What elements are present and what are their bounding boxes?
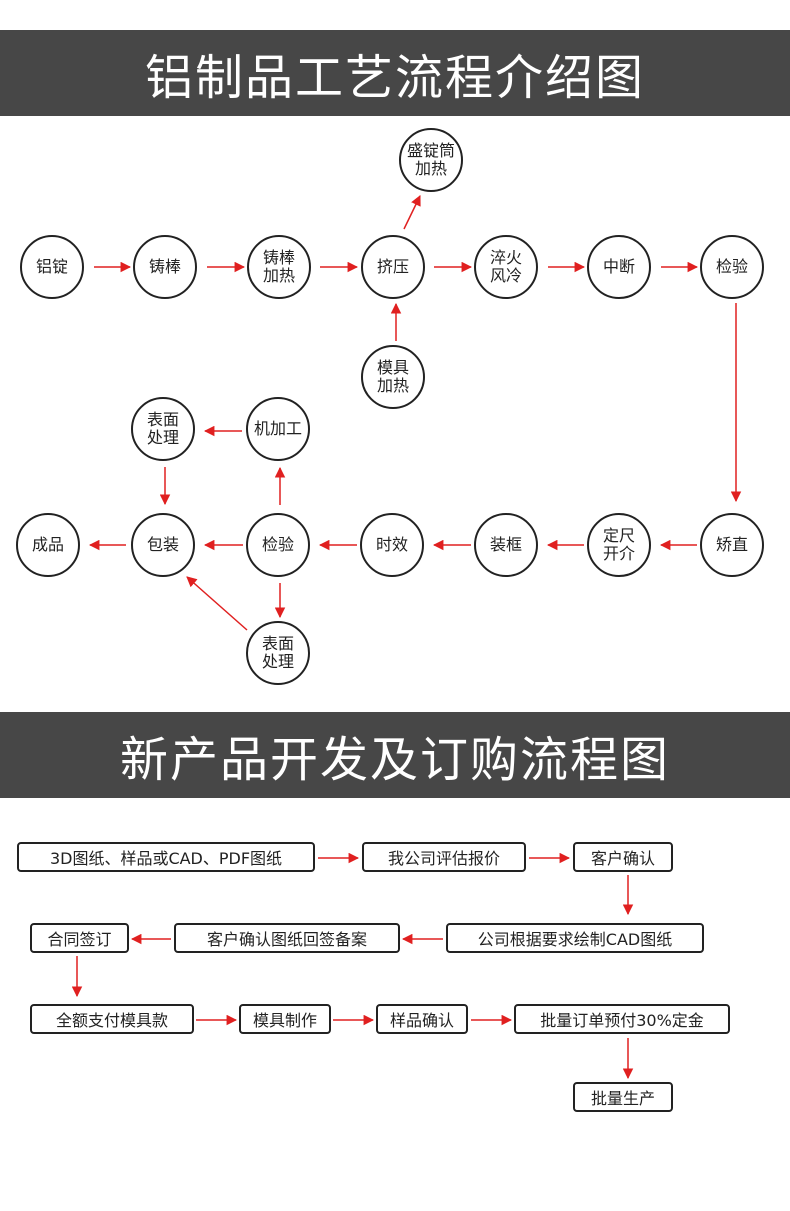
node-container-heating-label: 盛锭筒 加热 <box>406 141 455 178</box>
node-finished: 成品 <box>16 513 80 577</box>
box-mold-making-label: 模具制作 <box>252 1011 317 1030</box>
box-deposit-label: 批量订单预付30%定金 <box>540 1011 704 1030</box>
node-surface-top: 表面 处理 <box>131 397 195 461</box>
arrow-extrusion-container <box>403 195 421 230</box>
node-finished-label: 成品 <box>31 535 64 554</box>
node-machining-label: 机加工 <box>253 419 302 438</box>
box-sample-confirm: 样品确认 <box>376 1004 468 1034</box>
node-inspect-1: 检验 <box>700 235 764 299</box>
box-drawings-label: 3D图纸、样品或CAD、PDF图纸 <box>49 849 283 868</box>
node-aging-label: 时效 <box>375 535 408 554</box>
node-cast-rod-label: 铸棒 <box>148 257 181 276</box>
node-rod-heating-label: 铸棒 加热 <box>262 248 295 285</box>
node-middle-cut-label: 中断 <box>602 257 635 276</box>
node-straighten-label: 矫直 <box>715 535 748 554</box>
node-cut-length: 定尺 开介 <box>587 513 651 577</box>
arrow-surface-bottom-packing <box>186 576 248 631</box>
node-packing: 包装 <box>131 513 195 577</box>
box-cad-drawing-label: 公司根据要求绘制CAD图纸 <box>477 930 673 949</box>
box-contract: 合同签订 <box>30 923 129 953</box>
box-sign-back-label: 客户确认图纸回签备案 <box>206 930 367 949</box>
node-die-heating: 模具 加热 <box>361 345 425 409</box>
node-surface-bottom: 表面 处理 <box>246 621 310 685</box>
box-confirm: 客户确认 <box>573 842 673 872</box>
node-aging: 时效 <box>360 513 424 577</box>
box-mass-production-label: 批量生产 <box>590 1089 655 1108</box>
box-contract-label: 合同签订 <box>47 930 112 949</box>
box-quote: 我公司评估报价 <box>362 842 526 872</box>
box-sample-confirm-label: 样品确认 <box>389 1011 454 1030</box>
box-deposit: 批量订单预付30%定金 <box>514 1004 730 1034</box>
node-extrusion: 挤压 <box>361 235 425 299</box>
node-cut-length-label: 定尺 开介 <box>602 526 635 563</box>
node-inspect-2-label: 检验 <box>261 535 294 554</box>
process-flow-title: 铝制品工艺流程介绍图 <box>144 50 645 106</box>
node-ingot: 铝锭 <box>20 235 84 299</box>
node-framing: 装框 <box>474 513 538 577</box>
node-extrusion-label: 挤压 <box>376 257 409 276</box>
node-rod-heating: 铸棒 加热 <box>247 235 311 299</box>
box-cad-drawing: 公司根据要求绘制CAD图纸 <box>446 923 704 953</box>
node-middle-cut: 中断 <box>587 235 651 299</box>
box-mold-making: 模具制作 <box>239 1004 331 1034</box>
node-surface-top-label: 表面 处理 <box>146 410 179 447</box>
node-framing-label: 装框 <box>489 535 522 554</box>
node-cast-rod: 铸棒 <box>133 235 197 299</box>
node-die-heating-label: 模具 加热 <box>376 358 409 395</box>
node-machining: 机加工 <box>246 397 310 461</box>
node-surface-bottom-label: 表面 处理 <box>261 634 294 671</box>
box-sign-back: 客户确认图纸回签备案 <box>174 923 400 953</box>
box-quote-label: 我公司评估报价 <box>387 849 500 868</box>
node-packing-label: 包装 <box>146 535 179 554</box>
box-drawings: 3D图纸、样品或CAD、PDF图纸 <box>17 842 315 872</box>
order-flow-title: 新产品开发及订购流程图 <box>119 732 670 788</box>
node-inspect-1-label: 检验 <box>715 257 748 276</box>
box-full-payment: 全额支付模具款 <box>30 1004 194 1034</box>
node-inspect-2: 检验 <box>246 513 310 577</box>
order-flow-title-banner: 新产品开发及订购流程图 <box>0 712 790 798</box>
process-flow-title-banner: 铝制品工艺流程介绍图 <box>0 30 790 116</box>
box-mass-production: 批量生产 <box>573 1082 673 1112</box>
box-confirm-label: 客户确认 <box>590 849 655 868</box>
node-quench: 淬火 风冷 <box>474 235 538 299</box>
node-straighten: 矫直 <box>700 513 764 577</box>
box-full-payment-label: 全额支付模具款 <box>55 1011 168 1030</box>
node-ingot-label: 铝锭 <box>35 257 68 276</box>
node-container-heating: 盛锭筒 加热 <box>399 128 463 192</box>
node-quench-label: 淬火 风冷 <box>489 248 522 285</box>
